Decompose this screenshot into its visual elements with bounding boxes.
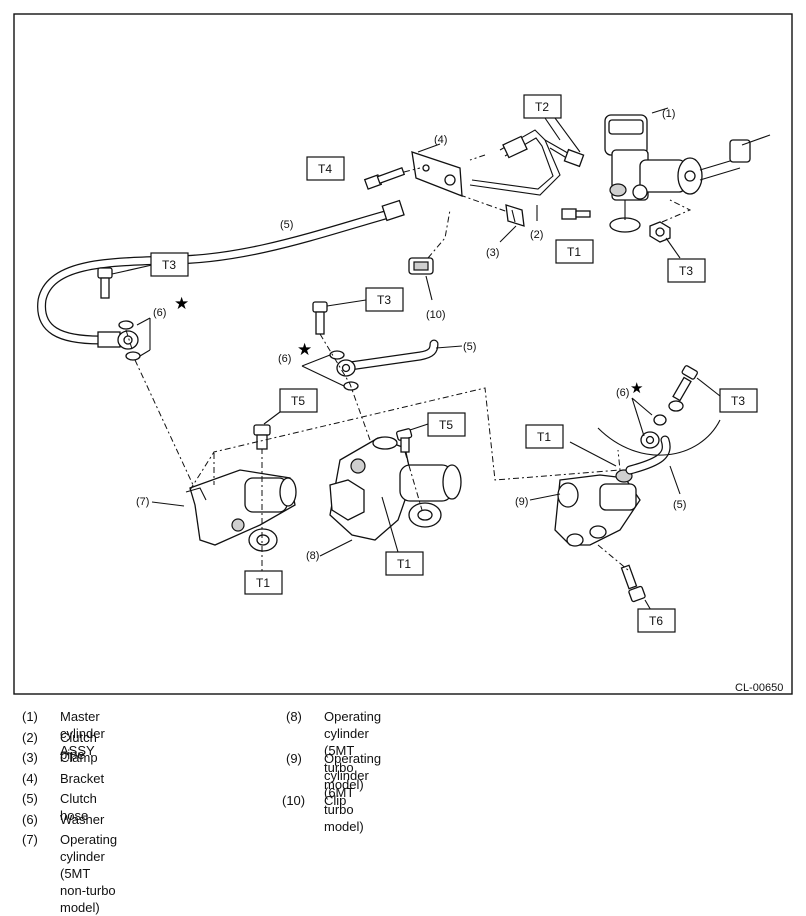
callout-5-center: (5)	[463, 341, 476, 353]
star-mark-right: ★	[630, 380, 643, 397]
legend-text: Washer	[60, 811, 105, 827]
callout-1: (1)	[662, 108, 675, 120]
torque-box-t1-master: T1	[555, 239, 594, 264]
legend-num: (4)	[22, 770, 38, 786]
torque-box-t4: T4	[306, 156, 345, 181]
star-mark-center: ★	[297, 340, 312, 359]
bracket	[411, 143, 463, 197]
bolt-t5-left	[253, 411, 281, 450]
legend-num: (9)	[286, 751, 302, 766]
bolt-t3-right	[672, 365, 721, 402]
svg-text:T1: T1	[567, 245, 581, 259]
bolt-t6	[597, 544, 653, 613]
torque-box-t1-center: T1	[385, 551, 424, 576]
torque-box-t5-left: T5	[279, 388, 318, 413]
bolt-t3-center	[312, 299, 371, 441]
legend-text: Master cylinder ASSY	[60, 709, 105, 758]
clamp	[459, 194, 525, 243]
callout-7: (7)	[136, 496, 149, 508]
svg-text:T3: T3	[679, 264, 693, 278]
callout-5-upper: (5)	[280, 219, 293, 231]
legend-num: (6)	[22, 811, 38, 827]
torque-box-t3-master: T3	[667, 258, 706, 283]
bolt-t3-left	[97, 264, 153, 299]
bolt-t1-master	[561, 208, 591, 220]
legend-text: Clutch hose	[60, 791, 97, 823]
t1-right-leader	[569, 441, 617, 467]
parts-legend: (1) Master cylinder ASSY (2) Clutch pipe…	[0, 708, 806, 915]
callout-6-center: (6)	[278, 353, 291, 365]
svg-text:T3: T3	[731, 394, 745, 408]
clutch-system-diagram: ★ ★ ★ (1) (2) (3) (4) (5) (5) (5) (6) (6…	[13, 13, 793, 695]
clutch-hose-upper	[37, 199, 405, 350]
washer-right	[631, 397, 684, 437]
legend-text: Operating cylinder (5MT non-turbo model)	[60, 832, 118, 915]
callout-9: (9)	[515, 496, 528, 508]
star-mark-left: ★	[174, 294, 189, 313]
legend-text: Clutch pipe	[60, 729, 97, 762]
legend-num: (10)	[282, 793, 306, 808]
svg-text:T1: T1	[256, 576, 270, 590]
legend-text: Operating cylinder (5MT turbo model)	[324, 709, 382, 792]
bolt-t4	[363, 166, 421, 190]
svg-text:T2: T2	[535, 100, 549, 114]
operating-cylinder-5mt-non-turbo	[151, 448, 297, 575]
torque-box-t5-center: T5	[427, 412, 466, 437]
master-cylinder-assy	[604, 107, 771, 233]
torque-box-t3-right: T3	[719, 388, 758, 413]
legend-num: (1)	[22, 709, 38, 724]
bolt-t5-center	[396, 423, 429, 511]
clutch-hose-right	[597, 419, 721, 495]
nut-t3-master	[649, 199, 692, 259]
figure-code: CL-00650	[735, 682, 783, 694]
svg-text:T1: T1	[537, 430, 551, 444]
torque-box-t6: T6	[637, 608, 676, 633]
svg-text:T1: T1	[397, 557, 411, 571]
svg-text:T3: T3	[162, 258, 176, 272]
legend-num: (3)	[22, 750, 38, 765]
legend-num: (7)	[22, 832, 38, 847]
legend-text: Clip	[324, 793, 347, 808]
operating-cylinder-6mt-turbo	[529, 469, 641, 547]
legend-num: (8)	[286, 709, 302, 724]
callout-5-right: (5)	[673, 499, 686, 511]
clutch-hose-center	[336, 339, 463, 377]
svg-text:T4: T4	[318, 162, 332, 176]
legend-num: (2)	[22, 729, 38, 745]
operating-cylinder-5mt-turbo	[319, 436, 462, 557]
torque-box-t1-right: T1	[525, 424, 564, 449]
callout-3: (3)	[486, 247, 499, 259]
svg-text:T3: T3	[377, 293, 391, 307]
svg-text:T6: T6	[649, 614, 663, 628]
callout-8: (8)	[306, 550, 319, 562]
legend-text: Clamp	[60, 750, 98, 765]
connection-lines	[189, 387, 621, 491]
svg-text:T5: T5	[291, 394, 305, 408]
legend-num: (5)	[22, 791, 38, 806]
callout-4: (4)	[434, 134, 447, 146]
diagram-frame	[13, 13, 793, 695]
callout-6-right: (6)	[616, 387, 629, 399]
clip	[408, 209, 451, 301]
callout-10: (10)	[426, 309, 446, 321]
torque-box-t3-left: T3	[150, 252, 189, 277]
torque-box-t3-center: T3	[365, 287, 404, 312]
torque-box-t1-left: T1	[244, 570, 283, 595]
torque-box-t2: T2	[523, 94, 562, 119]
clutch-pipe	[469, 117, 585, 221]
legend-text: Operating cylinder (6MT turbo model)	[324, 751, 382, 834]
callout-2: (2)	[530, 229, 543, 241]
svg-text:T5: T5	[439, 418, 453, 432]
legend-text: Bracket	[60, 770, 105, 786]
callout-6-left: (6)	[153, 307, 166, 319]
